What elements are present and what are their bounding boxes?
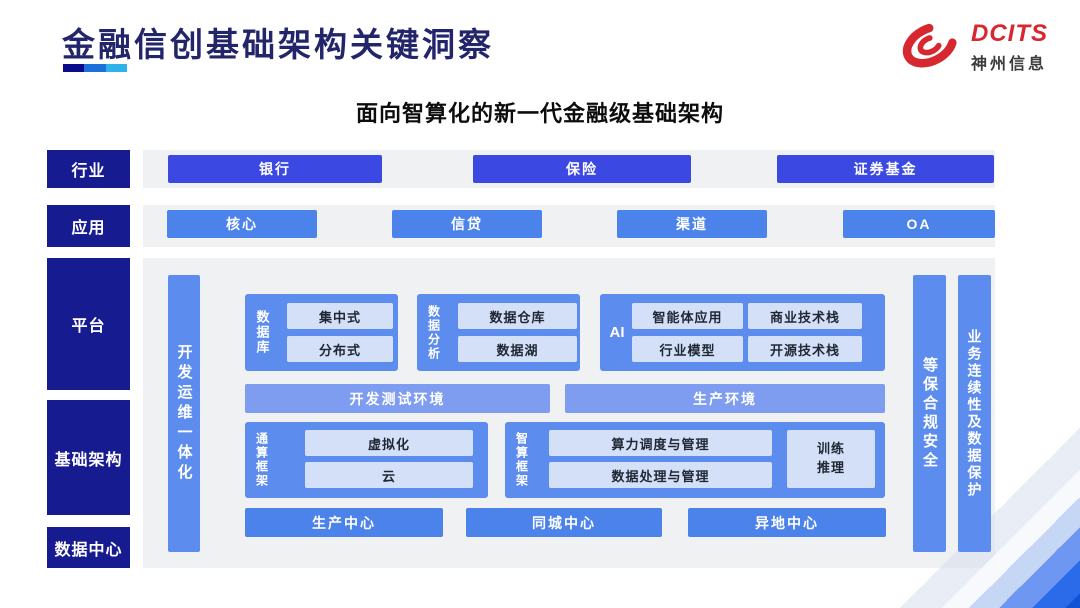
- chip-industry-models: 行业模型: [632, 336, 743, 362]
- ai-group: AI 智能体应用 商业技术栈 行业模型 开源技术栈: [600, 294, 885, 371]
- analytics-group: 数据分析 数据仓库 数据湖: [417, 294, 580, 371]
- chip-virtualization: 虚拟化: [305, 430, 473, 456]
- intelligent-compute-group: 智算框架 算力调度与管理 数据处理与管理 训练 推理: [505, 422, 885, 498]
- chip-open-source-stack: 开源技术栈: [748, 336, 862, 362]
- chip-data-processing: 数据处理与管理: [549, 462, 772, 488]
- title-underline: [63, 64, 127, 72]
- rail-label-industry: 行业: [47, 150, 130, 188]
- chip-distributed: 分布式: [287, 336, 393, 362]
- center-production: 生产中心: [245, 508, 443, 537]
- ai-group-label: AI: [609, 324, 625, 341]
- database-group: 数据库 集中式 分布式: [245, 294, 398, 371]
- general-compute-group-label: 通算框架: [254, 432, 269, 488]
- diagram-title: 面向智算化的新一代金融级基础架构: [355, 101, 724, 126]
- application-item-channel: 渠道: [617, 210, 767, 238]
- security-compliance-bar: 等保合规安全: [913, 275, 946, 552]
- analytics-group-label: 数据分析: [426, 304, 441, 361]
- production-env-bar: 生产环境: [565, 384, 885, 413]
- rail-label-infrastructure: 基础架构: [47, 400, 130, 515]
- rail-label-datacenter: 数据中心: [47, 527, 130, 568]
- industry-item-bank: 银行: [168, 155, 382, 183]
- devops-bar: 开发运维一体化: [168, 275, 200, 552]
- industry-item-securities: 证券基金: [777, 155, 994, 183]
- business-continuity-bar: 业务连续性及数据保护: [958, 275, 991, 552]
- chip-training-inference: 训练 推理: [787, 430, 875, 488]
- page-title: 金融信创基础架构关键洞察: [62, 26, 494, 63]
- dev-test-env-bar: 开发测试环境: [245, 384, 550, 413]
- chip-data-lake: 数据湖: [458, 336, 577, 362]
- chip-cloud: 云: [305, 462, 473, 488]
- rail-label-platform: 平台: [47, 258, 130, 390]
- logo-brand-text: DCITS: [971, 20, 1048, 48]
- chip-agent-apps: 智能体应用: [632, 303, 743, 329]
- application-item-credit: 信贷: [392, 210, 542, 238]
- application-item-oa: OA: [843, 210, 995, 238]
- application-item-core: 核心: [167, 210, 317, 238]
- logo-company-text: 神州信息: [971, 55, 1048, 73]
- company-logo: DCITS 神州信息: [897, 16, 1048, 79]
- chip-compute-scheduling: 算力调度与管理: [549, 430, 772, 456]
- logo-swirl-icon: [897, 16, 963, 79]
- chip-commercial-stack: 商业技术栈: [748, 303, 862, 329]
- center-same-city: 同城中心: [466, 508, 662, 537]
- chip-centralized: 集中式: [287, 303, 393, 329]
- database-group-label: 数据库: [254, 310, 270, 355]
- industry-item-insurance: 保险: [473, 155, 691, 183]
- intelligent-compute-group-label: 智算框架: [514, 432, 529, 488]
- chip-data-warehouse: 数据仓库: [458, 303, 577, 329]
- chip-training-line: 训练: [816, 441, 845, 457]
- center-remote: 异地中心: [688, 508, 886, 537]
- rail-label-application: 应用: [47, 205, 130, 247]
- chip-inference-line: 推理: [816, 460, 845, 475]
- general-compute-group: 通算框架 虚拟化 云: [245, 422, 488, 498]
